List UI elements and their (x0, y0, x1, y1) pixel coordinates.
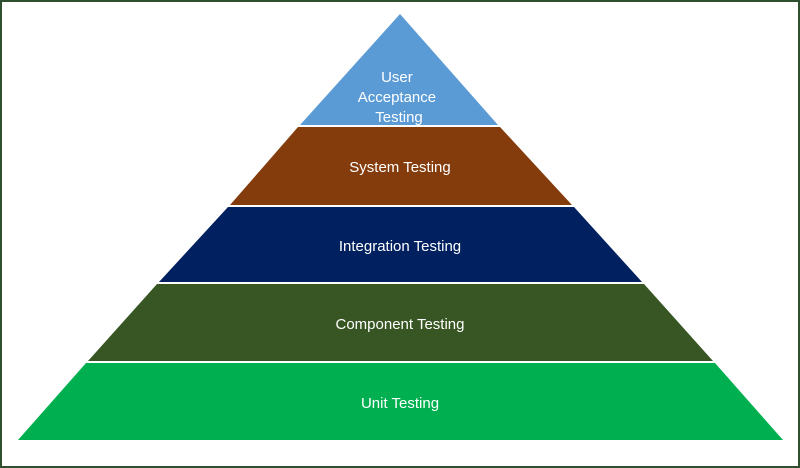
layer-system (230, 127, 572, 205)
layer-integration (159, 207, 642, 282)
layer-component-label: Component Testing (336, 316, 465, 333)
layer-user-acceptance-label-line3: Testing (375, 109, 423, 126)
layer-user-acceptance-label-line1: User (381, 69, 413, 86)
layer-unit (18, 363, 783, 440)
svg-text:User Acceptance Te: User Acceptance Testing (358, 69, 441, 126)
layer-user-acceptance (300, 14, 498, 125)
layer-system-label: System Testing (349, 159, 450, 176)
layer-integration-label: Integration Testing (339, 238, 461, 255)
layer-component (88, 284, 713, 361)
layer-user-acceptance-label-line2: Acceptance (358, 89, 436, 106)
layer-unit-label: Unit Testing (361, 395, 439, 412)
